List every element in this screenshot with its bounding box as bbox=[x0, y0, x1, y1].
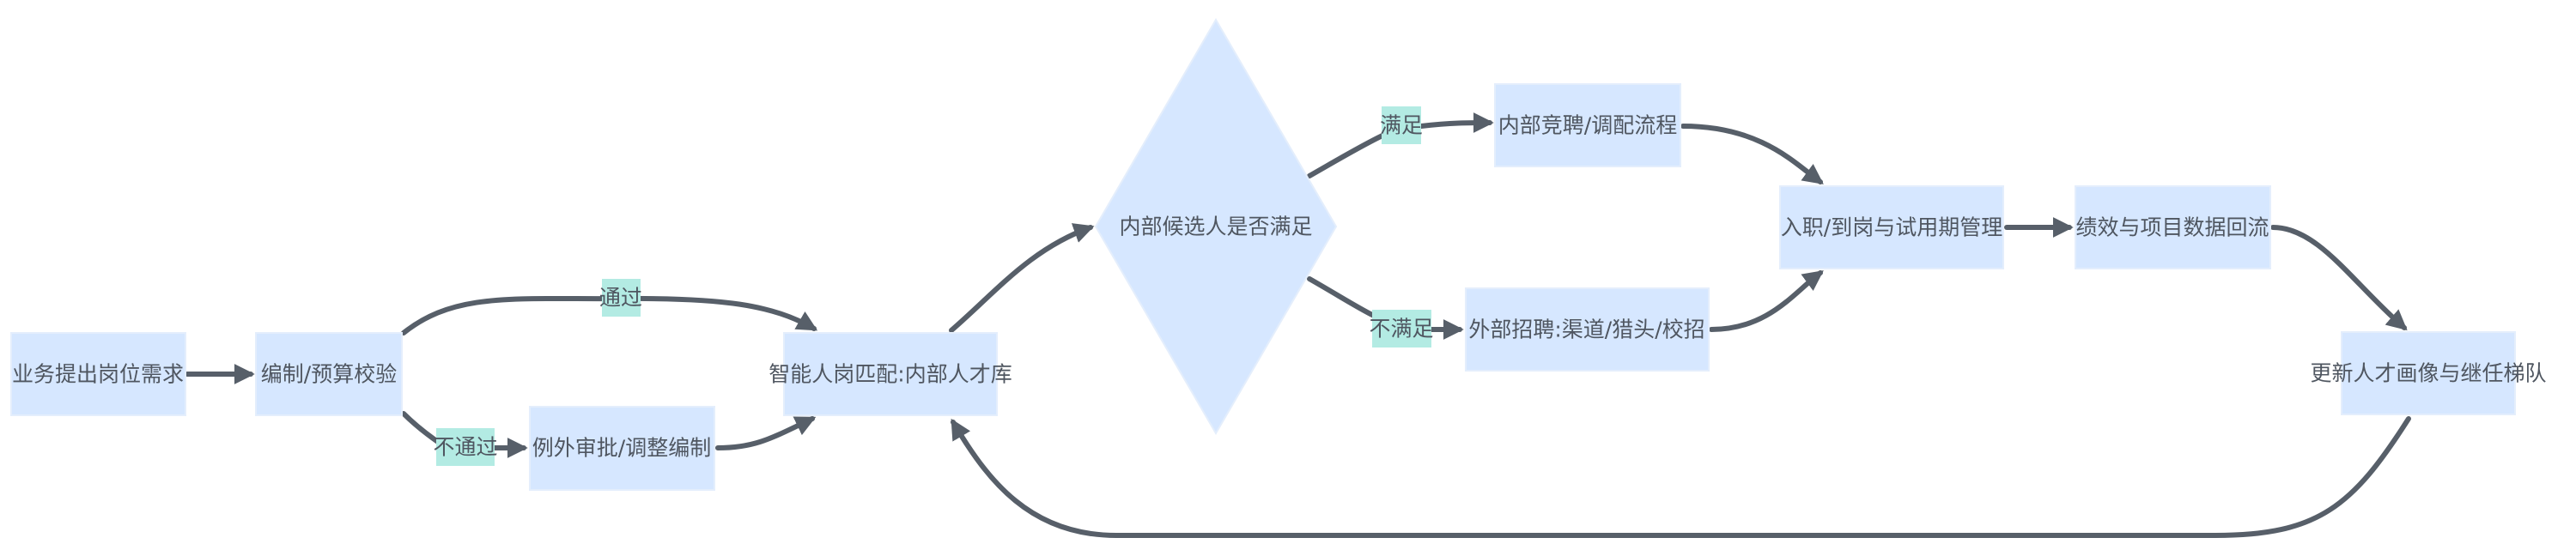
node-exception-label: 例外审批/调整编制 bbox=[532, 436, 711, 461]
node-onboarding[interactable]: 入职/到岗与试用期管理 bbox=[1779, 185, 2004, 269]
node-decision[interactable]: 内部候选人是否满足 bbox=[1094, 18, 1338, 435]
node-performance-label: 绩效与项目数据回流 bbox=[2075, 215, 2269, 240]
node-onboarding-label: 入职/到岗与试用期管理 bbox=[1781, 215, 2002, 240]
svg-text:通过: 通过 bbox=[599, 286, 642, 311]
svg-text:满足: 满足 bbox=[1380, 113, 1423, 138]
edge-label-fail: 不通过 bbox=[433, 428, 498, 466]
node-budget-check[interactable]: 编制/预算校验 bbox=[255, 332, 403, 416]
edge-internal-to-onboarding bbox=[1680, 124, 1824, 184]
edge-performance-to-update bbox=[2270, 225, 2408, 331]
svg-text:不通过: 不通过 bbox=[433, 435, 497, 460]
node-performance[interactable]: 绩效与项目数据回流 bbox=[2075, 185, 2271, 269]
edge-label-pass: 通过 bbox=[599, 279, 642, 317]
node-external[interactable]: 外部招聘:渠道/猎头/校招 bbox=[1465, 287, 1710, 372]
node-matching[interactable]: 智能人岗匹配:内部人才库 bbox=[769, 332, 1012, 416]
node-decision-label: 内部候选人是否满足 bbox=[1119, 215, 1312, 239]
node-internal[interactable]: 内部竞聘/调配流程 bbox=[1494, 83, 1681, 167]
node-budget-check-label: 编制/预算校验 bbox=[261, 362, 397, 387]
svg-text:不满足: 不满足 bbox=[1369, 317, 1433, 341]
node-internal-label: 内部竞聘/调配流程 bbox=[1498, 113, 1677, 138]
edge-matching-to-decision bbox=[949, 223, 1095, 333]
edge-external-to-onboarding bbox=[1709, 270, 1824, 332]
node-update[interactable]: 更新人才画像与继任梯队 bbox=[2310, 331, 2547, 415]
node-update-label: 更新人才画像与继任梯队 bbox=[2310, 361, 2546, 386]
edge-yes-to-internal bbox=[1419, 112, 1494, 134]
edge-budget-fail bbox=[401, 411, 440, 444]
edge-label-yes: 满足 bbox=[1380, 106, 1423, 144]
node-matching-label: 智能人岗匹配:内部人才库 bbox=[769, 362, 1012, 387]
edge-label-no: 不满足 bbox=[1369, 310, 1434, 348]
edges bbox=[185, 112, 2411, 538]
node-request[interactable]: 业务提出岗位需求 bbox=[10, 332, 186, 416]
edge-exception-to-matching bbox=[715, 416, 817, 450]
node-request-label: 业务提出岗位需求 bbox=[12, 362, 184, 387]
edge-decision-no bbox=[1307, 276, 1376, 318]
node-external-label: 外部招聘:渠道/猎头/校招 bbox=[1468, 317, 1704, 342]
edge-decision-yes bbox=[1307, 133, 1385, 178]
edge-update-loop-back bbox=[951, 416, 2411, 538]
node-exception[interactable]: 例外审批/调整编制 bbox=[529, 406, 715, 491]
